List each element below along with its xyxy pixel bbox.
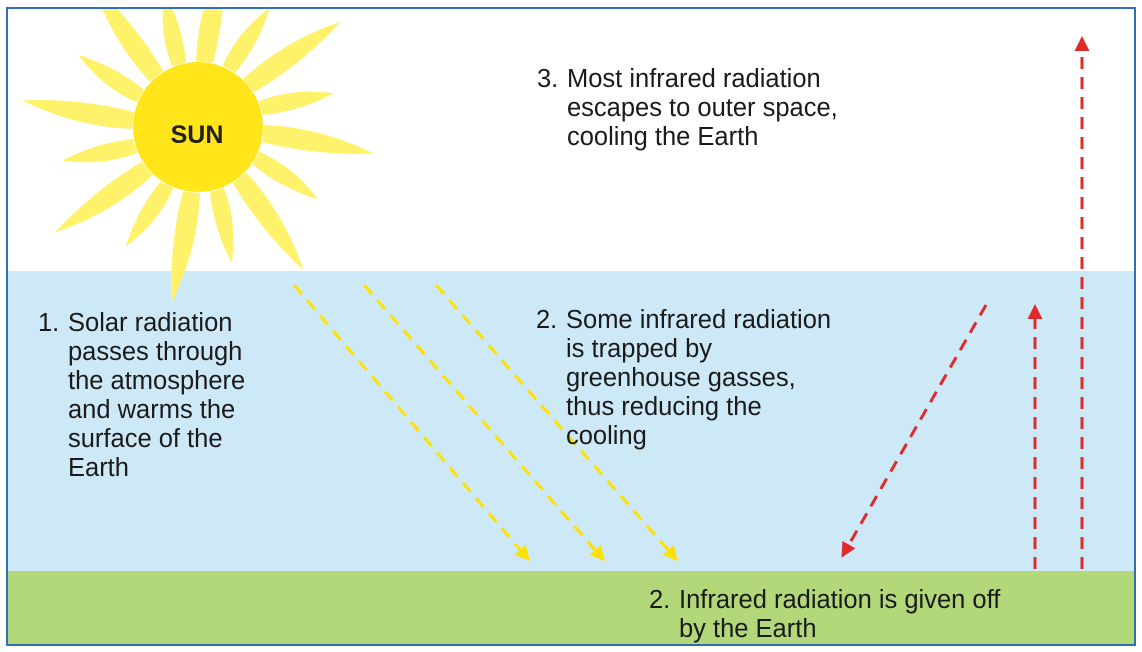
caption-number: 3.: [537, 65, 559, 93]
sun-ray: [252, 151, 318, 200]
caption-number: 2.: [649, 586, 671, 614]
sun-ray: [196, 9, 223, 63]
caption-line: surface of the: [68, 425, 223, 453]
caption-line: cooling the Earth: [567, 123, 759, 151]
sun-ray: [243, 21, 342, 93]
sun-ray: [62, 138, 138, 163]
solar-radiation-arrow-1: [292, 284, 530, 562]
caption-infrared-trapped: 2.Some infrared radiation is trapped by …: [536, 306, 831, 451]
trapped-infrared-arrow: [841, 304, 988, 558]
caption-line: thus reducing the: [566, 393, 762, 421]
sun-disc: [133, 62, 263, 192]
caption-line: Infrared radiation is given off: [679, 586, 1001, 614]
sun-ray: [125, 181, 174, 247]
caption-infrared-escape: 3. Most infrared radiation escapes to out…: [537, 65, 838, 152]
caption-number: 2.: [536, 306, 558, 334]
sun-ray: [171, 191, 200, 304]
sun-ray: [258, 91, 334, 116]
caption-line: cooling: [566, 422, 647, 450]
caption-line: escapes to outer space,: [567, 94, 838, 122]
caption-line: by the Earth: [679, 615, 817, 643]
caption-line: Solar radiation: [68, 309, 233, 337]
sun-ray: [209, 187, 234, 263]
caption-line: Some infrared radiation: [566, 306, 832, 334]
solar-radiation-arrow-3: [434, 284, 678, 562]
caption-line: Most infrared radiation: [567, 65, 821, 93]
sun-ray: [262, 125, 375, 154]
sun-rays: [21, 9, 375, 304]
caption-solar-radiation: 1. Solar radiation passes through the atm…: [38, 309, 245, 483]
sun-ray: [21, 100, 134, 129]
caption-line: is trapped by: [566, 335, 713, 363]
caption-line: Earth: [68, 454, 129, 482]
sun-ray: [102, 9, 164, 82]
caption-infrared-given-off: 2. Infrared radiation is given off by the…: [649, 586, 1000, 644]
diagram-frame: SUN 3. Most infrared radiation escapes to…: [6, 7, 1136, 646]
sun-ray: [162, 9, 187, 67]
earth-surface-zone: [8, 571, 1134, 644]
sun-ray: [78, 54, 144, 103]
diagram-graphics: [21, 9, 1090, 569]
sun-ray: [222, 9, 270, 73]
caption-line: and warms the: [68, 396, 236, 424]
sun-ray: [232, 172, 304, 271]
caption-line: the atmosphere: [68, 367, 246, 395]
sun-label: SUN: [170, 121, 224, 149]
solar-radiation-arrow-2: [362, 284, 605, 562]
caption-line: greenhouse gasses,: [566, 364, 796, 392]
atmosphere-zone: [8, 271, 1134, 571]
caption-line: passes through: [68, 338, 243, 366]
sun-ray: [54, 161, 153, 233]
caption-number: 1.: [38, 309, 60, 337]
sun-icon: [21, 9, 375, 304]
